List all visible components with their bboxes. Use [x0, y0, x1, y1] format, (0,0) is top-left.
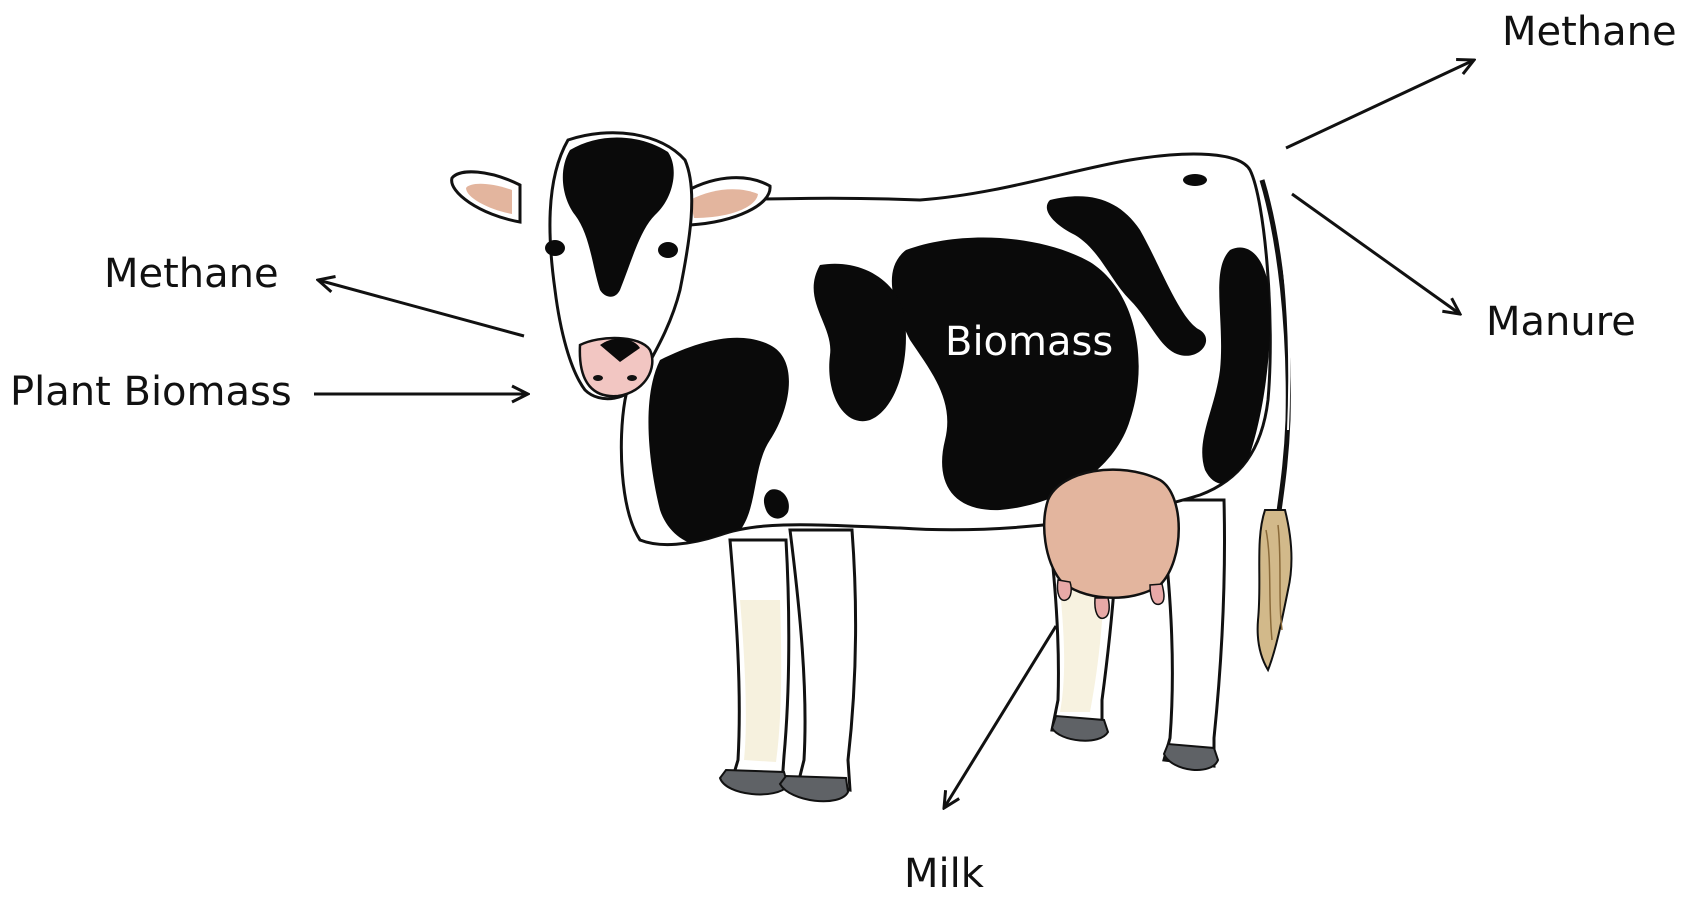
- label-methane-tail: Methane: [1502, 12, 1677, 52]
- cow-eye-left: [545, 240, 565, 256]
- front-left-hoof: [720, 770, 788, 794]
- back-right-hoof: [1164, 744, 1218, 770]
- label-milk: Milk: [904, 854, 984, 894]
- cow-illustration: [452, 133, 1292, 802]
- front-right-hoof: [780, 776, 848, 801]
- cow-udder: [1044, 470, 1179, 619]
- cow-eye-right: [658, 242, 678, 258]
- label-plant-biomass: Plant Biomass: [10, 372, 292, 412]
- label-methane-mouth: Methane: [104, 254, 279, 294]
- arrow-methane-mouth: [318, 280, 524, 336]
- arrow-milk: [944, 626, 1056, 808]
- cow-front-legs: [720, 530, 855, 801]
- back-left-hoof: [1052, 716, 1108, 741]
- label-biomass: Biomass: [945, 322, 1113, 362]
- arrow-methane-tail: [1286, 60, 1474, 148]
- label-manure: Manure: [1486, 302, 1636, 342]
- arrow-manure: [1292, 194, 1460, 314]
